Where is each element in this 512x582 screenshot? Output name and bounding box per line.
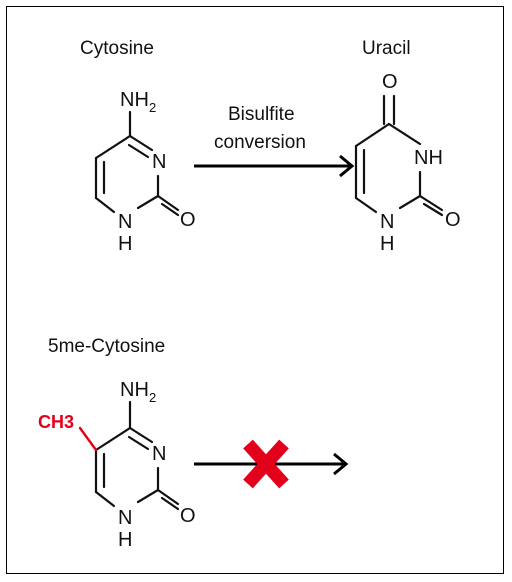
cytosine-label: Cytosine [80, 38, 154, 59]
methyl-group-label: CH3 [38, 412, 74, 432]
mc-nh2: NH [120, 379, 149, 401]
mc-nh2-sub: 2 [149, 390, 156, 405]
conversion-arrow [194, 154, 355, 178]
conversion-label-line1: Bisulfite [228, 104, 295, 125]
cytosine-n3: N [152, 151, 166, 173]
uracil-n1: N [380, 211, 394, 233]
uracil-h: H [380, 233, 394, 255]
cytosine-n1: N [118, 211, 132, 233]
uracil-o-bottom: O [445, 209, 461, 231]
uracil-label: Uracil [362, 38, 411, 59]
methyl-cytosine-structure: NH 2 N O N H CH3 [38, 379, 196, 551]
cytosine-structure: NH 2 N O N H [94, 89, 196, 255]
cytosine-h: H [118, 233, 132, 255]
red-x-icon [243, 439, 289, 489]
cytosine-o: O [180, 209, 196, 231]
uracil-nh: NH [414, 147, 443, 169]
mc-o: O [180, 505, 196, 527]
cytosine-nh2: NH [120, 89, 149, 111]
mc-n1: N [118, 507, 132, 529]
conversion-label-line2: conversion [214, 132, 306, 153]
mc-n3: N [152, 443, 166, 465]
mc-h: H [118, 529, 132, 551]
cytosine-nh2-sub: 2 [149, 100, 156, 115]
uracil-structure: O NH O N H [354, 71, 461, 255]
methyl-cytosine-label: 5me-Cytosine [48, 336, 165, 357]
uracil-o-top: O [382, 71, 398, 93]
